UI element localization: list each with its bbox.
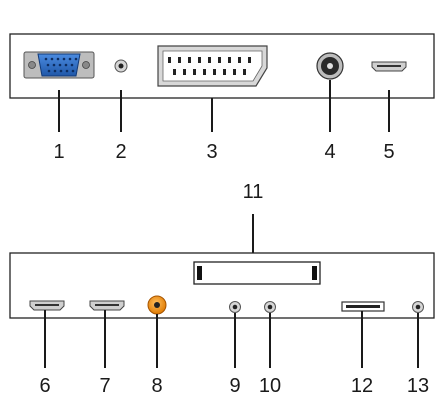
label-5: 5 <box>383 141 394 163</box>
label-1: 1 <box>53 141 64 163</box>
label-11: 11 <box>243 181 264 203</box>
coaxial-rf-input-icon <box>316 52 344 80</box>
label-9: 9 <box>229 375 240 396</box>
hdmi-port-icon <box>29 300 65 311</box>
label-7: 7 <box>99 375 110 396</box>
hdmi-port-icon <box>89 300 125 311</box>
usb-port-icon <box>341 301 385 312</box>
label-13: 13 <box>407 375 429 396</box>
bottom-panel: 11 <box>9 181 435 396</box>
label-12: 12 <box>351 375 373 396</box>
label-8: 8 <box>151 375 162 396</box>
rca-orange-jack-icon <box>147 295 167 315</box>
common-interface-slot-icon <box>193 261 321 285</box>
label-2: 2 <box>115 141 126 163</box>
vga-port-icon <box>23 51 95 79</box>
audio-mini-jack-icon <box>114 59 128 73</box>
scart-port-icon <box>157 45 268 87</box>
mini-jack-icon <box>229 301 241 313</box>
hdmi-port-icon <box>371 61 407 72</box>
label-3: 3 <box>206 141 217 163</box>
label-10: 10 <box>259 375 281 396</box>
top-panel: 1 2 3 4 5 <box>9 33 435 163</box>
mini-jack-icon <box>412 301 424 313</box>
mini-jack-icon <box>264 301 276 313</box>
label-6: 6 <box>39 375 50 396</box>
label-4: 4 <box>324 141 335 163</box>
